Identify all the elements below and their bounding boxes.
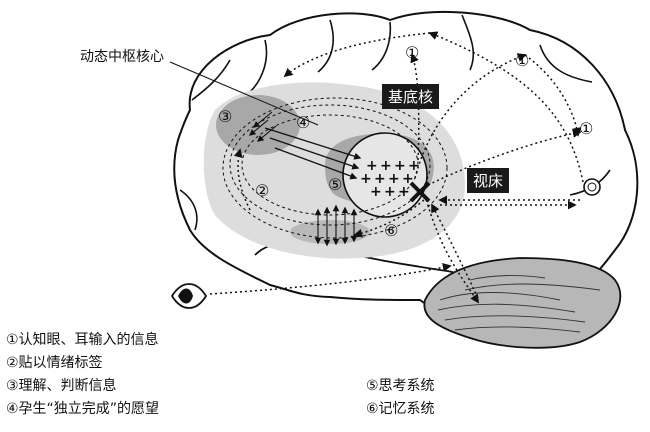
brain-gyrus [249, 39, 268, 93]
dynamic-center-pointer [169, 61, 319, 126]
svg-text:+: + [384, 184, 396, 200]
cerebellum-folia [437, 275, 601, 333]
thalamus-x-mark [409, 181, 431, 203]
legend-item-6: ⑥记忆系统 [366, 401, 435, 417]
memory-region [290, 220, 370, 244]
svg-text:+: + [380, 158, 392, 174]
ear-icon [583, 178, 601, 196]
brain-gyrus [179, 189, 198, 231]
legend-item-3: ③理解、判断信息 [6, 378, 117, 394]
marker-1-far-right: ① [579, 119, 593, 138]
step-markers: ① ① ① ② ③ ④ ⑤ ⑥ [218, 43, 593, 240]
arrows-memory [314, 204, 358, 247]
marker-1-right: ① [515, 51, 529, 70]
marker-4: ④ [296, 113, 310, 132]
brain-gyrus [317, 19, 334, 73]
cerebellum [423, 257, 622, 349]
marker-1-top: ① [405, 43, 419, 62]
legend-item-5: ⑤思考系统 [366, 378, 435, 394]
svg-text:+: + [402, 171, 414, 187]
eye-icon [170, 283, 208, 309]
legend-item-1: ①认知眼、耳输入的信息 [6, 332, 159, 348]
svg-text:+: + [408, 158, 420, 174]
label-thalamus: 视床 [467, 168, 510, 193]
label-basal-nucleus: 基底核 [382, 84, 440, 109]
svg-text:+: + [388, 171, 400, 187]
brain-gyrus [191, 59, 231, 101]
basal-nucleus-plus-marks: ++++ ++++ +++ [360, 158, 420, 200]
svg-text:+: + [374, 171, 386, 187]
svg-text:+: + [394, 158, 406, 174]
arrows-to-basal [264, 127, 362, 180]
brain-gyrus [371, 21, 392, 71]
marker-2: ② [255, 181, 269, 200]
brain-gyrus [539, 44, 593, 83]
label-dynamic-center: 动态中枢核心 [80, 49, 164, 65]
svg-text:+: + [366, 158, 378, 174]
arrows-prefrontal [248, 111, 277, 142]
basal-nucleus-circle [342, 132, 428, 218]
brain-gyrus [461, 14, 475, 71]
legend-item-4: ④孕生“独立完成”的愿望 [6, 401, 160, 417]
marker-5: ⑤ [328, 175, 342, 194]
svg-text:+: + [360, 171, 372, 187]
marker-3: ③ [218, 107, 232, 126]
marker-6: ⑥ [384, 221, 398, 240]
legend-item-2: ②贴以情绪标签 [6, 355, 103, 371]
svg-text:+: + [370, 184, 382, 200]
